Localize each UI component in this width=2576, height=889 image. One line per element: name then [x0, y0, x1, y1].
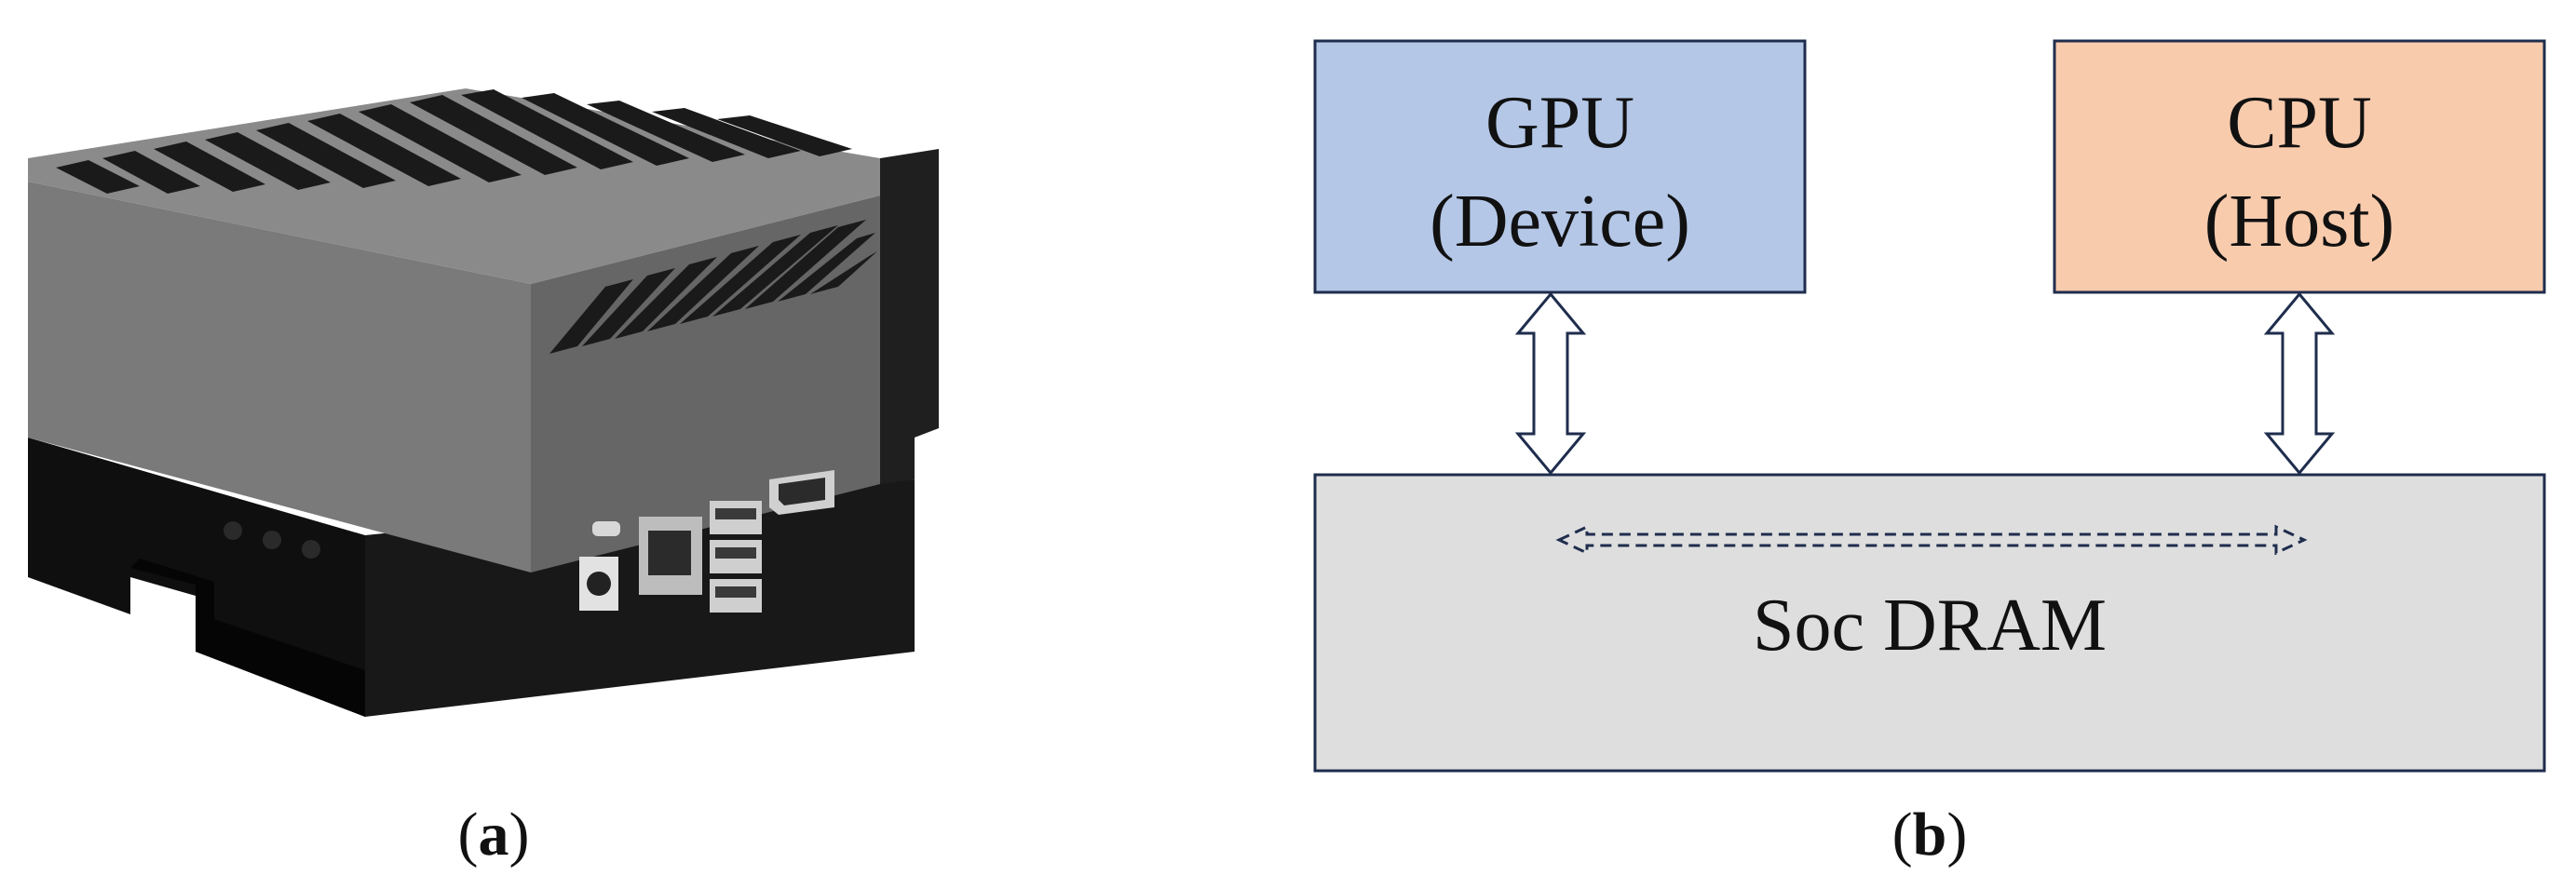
- gpu-box: [1313, 39, 1807, 294]
- device-photo: [28, 88, 939, 717]
- dram-box: [1313, 473, 2546, 773]
- gpu-dram-arrow: [1514, 291, 1587, 476]
- ethernet-socket: [648, 531, 691, 575]
- cpu-dram-arrow: [2263, 291, 2336, 476]
- gpu-label-line2: (Device): [1430, 181, 1690, 263]
- gpu-label-line1: GPU: [1485, 82, 1634, 164]
- power-jack-hole: [587, 572, 611, 596]
- caption-b-letter: b: [1913, 801, 1947, 869]
- dram-dashed-arrow: [1555, 524, 2308, 556]
- side-led-2: [263, 531, 281, 549]
- usb-port-2-socket: [715, 547, 756, 559]
- caption-b-close: ): [1946, 801, 1967, 869]
- dram-label: Soc DRAM: [1753, 585, 2107, 667]
- cpu-box: [2053, 39, 2546, 294]
- cpu-label-line2: (Host): [2204, 181, 2394, 263]
- displayport-socket: [779, 478, 825, 505]
- device-ports: [224, 470, 834, 613]
- caption-a: (a): [458, 801, 530, 869]
- caption-a-open: (: [458, 801, 479, 869]
- side-led-1: [224, 521, 242, 540]
- caption-a-letter: a: [479, 801, 509, 869]
- device-base-notch: [130, 559, 365, 717]
- device-right-column: [880, 149, 939, 484]
- caption-b-open: (: [1892, 801, 1913, 869]
- caption-b: (b): [1892, 801, 1968, 869]
- usb-port-1-socket: [715, 508, 756, 519]
- cpu-label-line1: CPU: [2227, 82, 2372, 164]
- device-top-vents: [56, 89, 852, 194]
- usbc-port: [592, 521, 620, 536]
- side-led-3: [302, 540, 320, 559]
- device-cover-side: [28, 182, 531, 572]
- caption-a-close: ): [509, 801, 530, 869]
- usb-port-3-socket: [715, 586, 756, 598]
- device-front-vents: [549, 220, 877, 354]
